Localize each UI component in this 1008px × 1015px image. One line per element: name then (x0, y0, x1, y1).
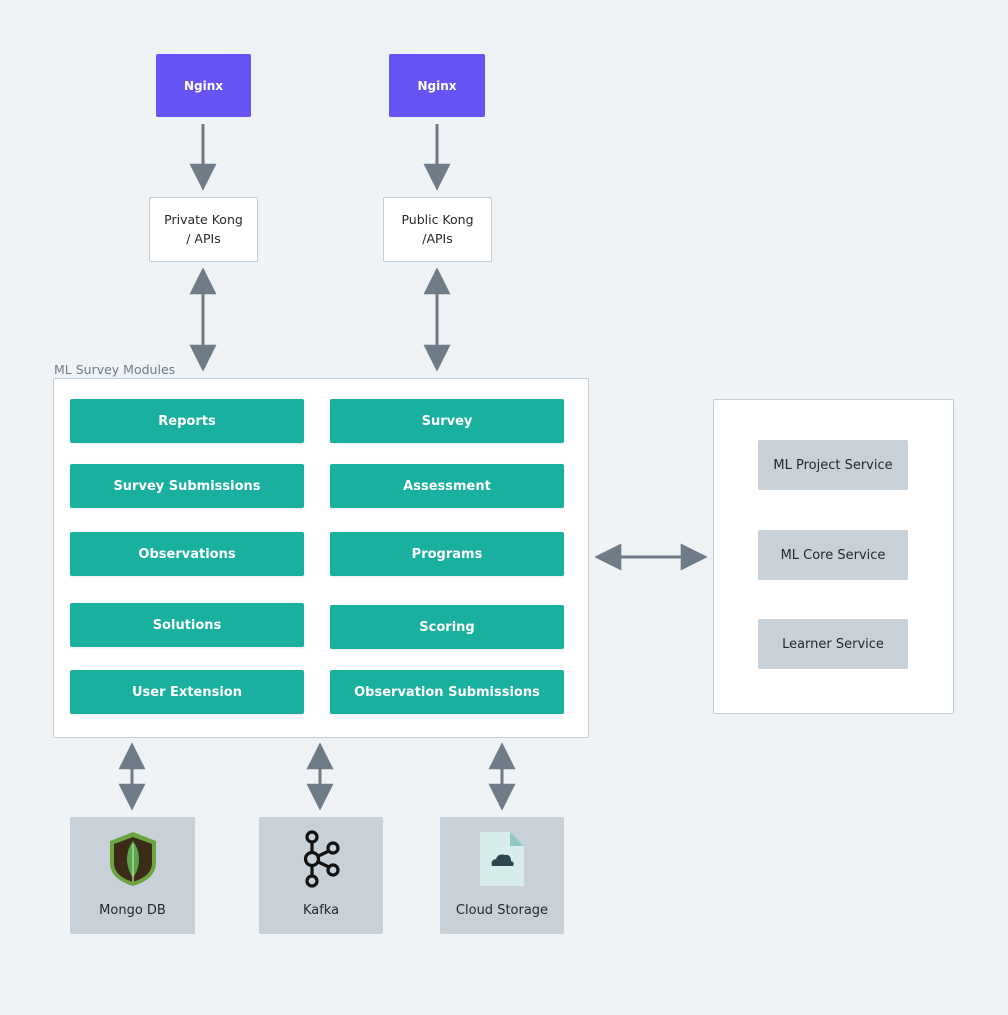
module-observation-submissions: Observation Submissions (330, 670, 564, 714)
nginx-right-node: Nginx (389, 54, 485, 117)
kafka-icon (298, 829, 344, 889)
public-kong-node: Public Kong /APIs (383, 197, 492, 262)
cloud-file-icon (478, 829, 526, 889)
module-label: Solutions (152, 617, 222, 633)
module-label: Observation Submissions (354, 684, 540, 700)
private-kong-node: Private Kong / APIs (149, 197, 258, 262)
module-label: Assessment (403, 478, 491, 494)
module-survey-submissions: Survey Submissions (70, 464, 304, 508)
storage-cloud: Cloud Storage (440, 817, 564, 934)
storage-label: Cloud Storage (455, 903, 549, 918)
module-label: Scoring (419, 619, 475, 635)
storage-label: Kafka (302, 903, 340, 918)
service-ml-core: ML Core Service (758, 530, 908, 580)
module-label: Survey (421, 413, 473, 429)
module-reports: Reports (70, 399, 304, 443)
nginx-left-label: Nginx (183, 78, 224, 93)
module-user-extension: User Extension (70, 670, 304, 714)
service-learner: Learner Service (758, 619, 908, 669)
module-label: Programs (411, 546, 483, 562)
modules-group-label: ML Survey Modules (54, 362, 176, 377)
nginx-left-node: Nginx (156, 54, 251, 117)
private-kong-label: Private Kong / APIs (164, 212, 243, 246)
nginx-right-label: Nginx (417, 78, 457, 93)
service-label: ML Project Service (773, 457, 893, 473)
service-label: ML Core Service (780, 547, 886, 563)
module-assessment: Assessment (330, 464, 564, 508)
service-ml-project: ML Project Service (758, 440, 908, 490)
storage-kafka: Kafka (259, 817, 383, 934)
module-observations: Observations (70, 532, 304, 576)
module-programs: Programs (330, 532, 564, 576)
module-scoring: Scoring (330, 605, 564, 649)
storage-label: Mongo DB (99, 903, 166, 918)
module-label: Survey Submissions (113, 478, 261, 494)
module-survey: Survey (330, 399, 564, 443)
module-solutions: Solutions (70, 603, 304, 647)
storage-mongodb: Mongo DB (70, 817, 195, 934)
module-label: User Extension (132, 684, 242, 700)
service-label: Learner Service (782, 636, 884, 652)
public-kong-label: Public Kong /APIs (401, 212, 474, 246)
mongodb-leaf-icon (106, 829, 160, 889)
module-label: Observations (138, 546, 236, 562)
module-label: Reports (158, 413, 216, 429)
